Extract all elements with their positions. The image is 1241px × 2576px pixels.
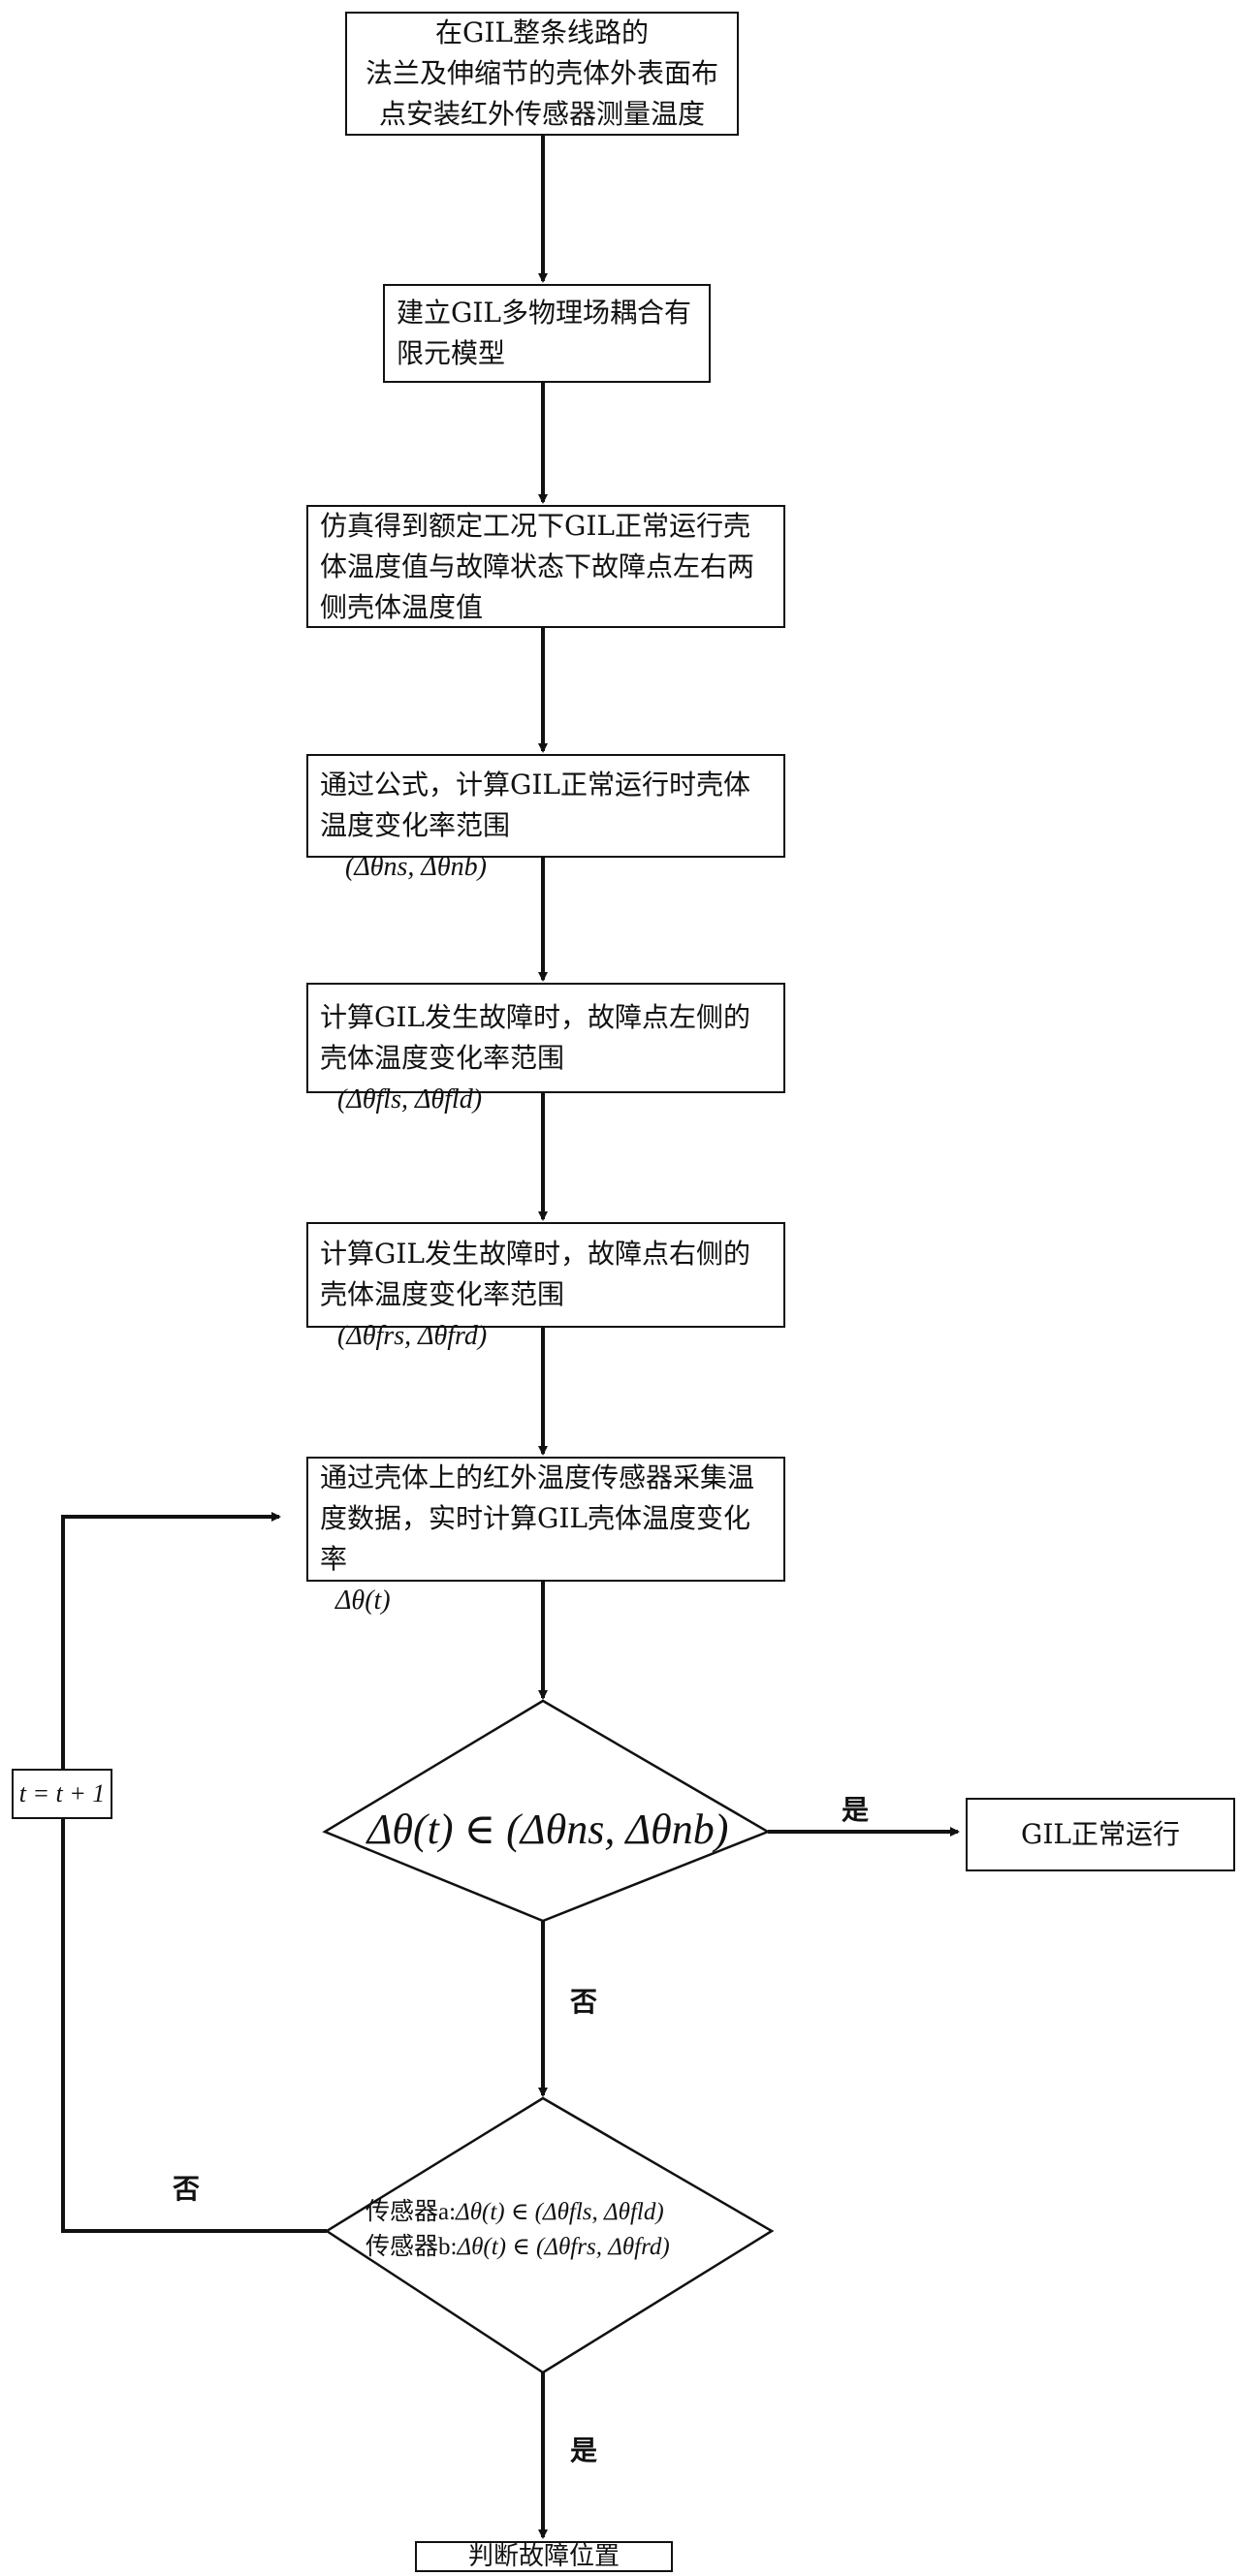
decision2-conditions: 传感器a:Δθ(t) ∈ (Δθfls, Δθfld) 传感器b:Δθ(t) ∈…: [366, 2195, 753, 2265]
sensor-b-condition: 传感器b:Δθ(t) ∈ (Δθfrs, Δθfrd): [366, 2234, 670, 2260]
sensor-a-condition: 传感器a:Δθ(t) ∈ (Δθfls, Δθfld): [366, 2199, 664, 2225]
left-range-formula: (Δθfls, Δθfld): [337, 1084, 483, 1115]
decision1-diamond: [322, 1699, 771, 1923]
right-range-formula: (Δθfrs, Δθfrd): [337, 1321, 488, 1351]
outcome-normal-operation: GIL正常运行: [966, 1798, 1235, 1871]
no-label-decision1: 否: [570, 1986, 598, 2018]
normal-range-formula: (Δθns, Δθnb): [345, 852, 487, 882]
step-normal-rate-range: 通过公式，计算GIL正常运行时壳体 温度变化率范围 (Δθns, Δθnb): [306, 754, 785, 882]
yes-label-decision1: 是: [842, 1794, 870, 1826]
outcome-locate-fault: 判断故障位置: [415, 2541, 673, 2572]
step-right-fault-range: 计算GIL发生故障时，故障点右侧的 壳体温度变化率范围 (Δθfrs, Δθfr…: [306, 1222, 785, 1351]
loop-counter-box: t = t + 1: [12, 1769, 112, 1819]
step-realtime-rate: 通过壳体上的红外温度传感器采集温 度数据，实时计算GIL壳体温度变化 率 Δθ(…: [306, 1457, 785, 1616]
step-install-sensors: 在GIL整条线路的 法兰及伸缩节的壳体外表面布 点安装红外传感器测量温度: [345, 12, 739, 136]
step-simulate-temperatures: 仿真得到额定工况下GIL正常运行壳 体温度值与故障状态下故障点左右两 侧壳体温度…: [306, 505, 785, 628]
yes-label-decision2: 是: [570, 2435, 598, 2466]
step-build-model: 建立GIL多物理场耦合有 限元模型: [383, 284, 711, 383]
decision2-diamond: [324, 2096, 775, 2374]
no-label-decision2: 否: [173, 2173, 201, 2205]
step-left-fault-range: 计算GIL发生故障时，故障点左侧的 壳体温度变化率范围 (Δθfls, Δθfl…: [306, 983, 785, 1115]
decision1-condition: Δθ(t) ∈ (Δθns, Δθnb): [366, 1806, 729, 1853]
loop-back-line: [61, 1512, 327, 2233]
rate-formula: Δθ(t): [335, 1586, 391, 1616]
